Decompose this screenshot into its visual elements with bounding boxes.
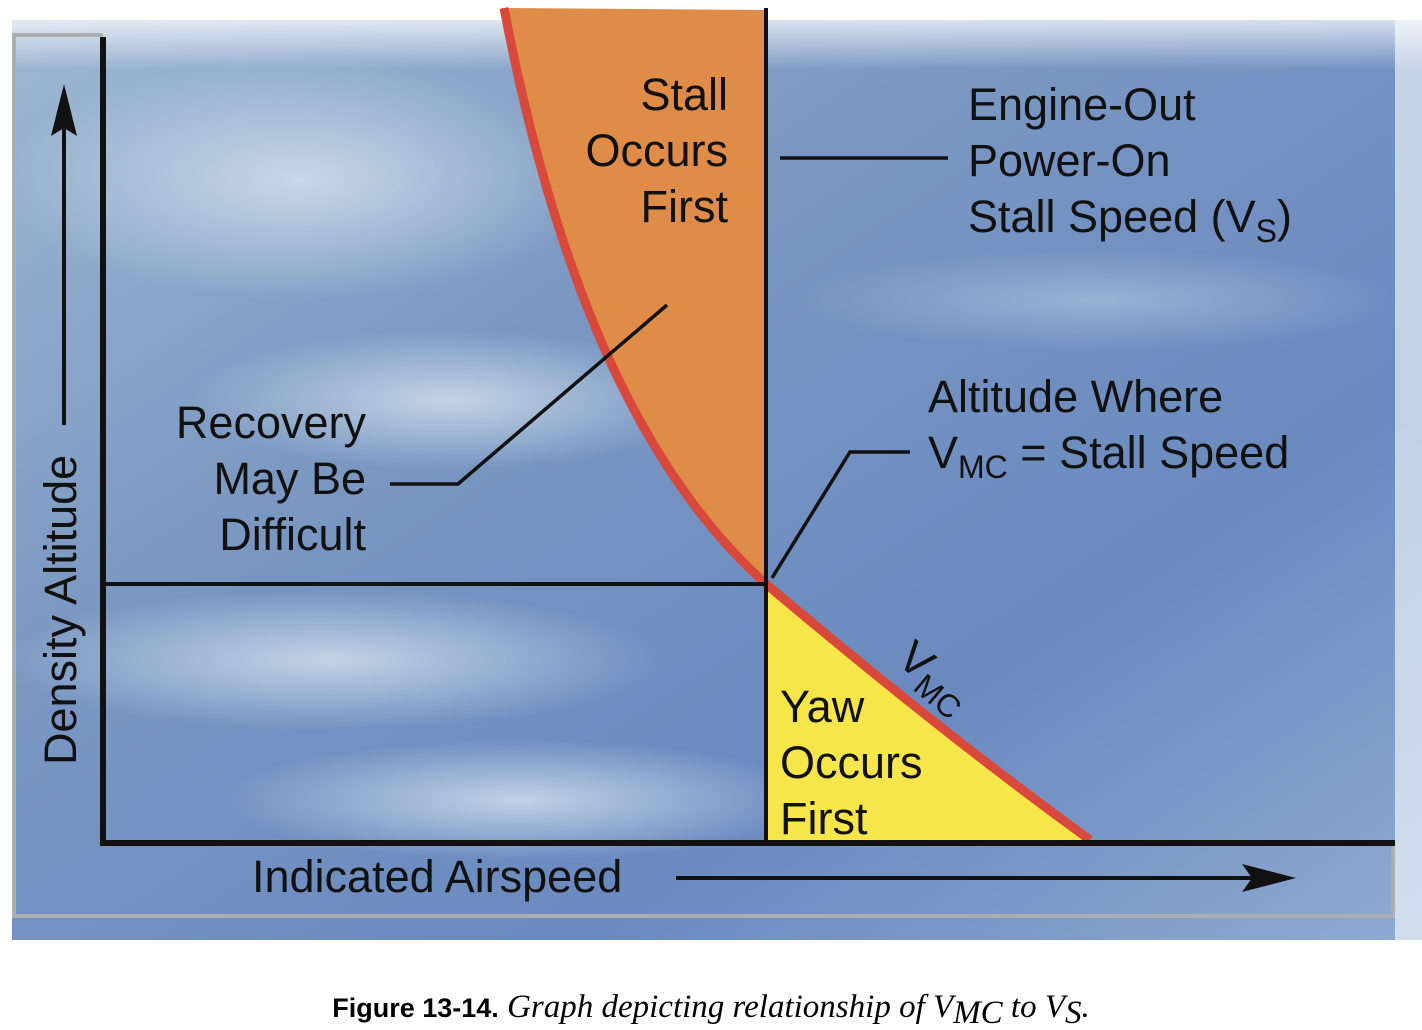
yaw-line-3: First: [780, 793, 868, 844]
frame-border: [12, 33, 1395, 918]
stall-line-3: First: [641, 181, 729, 232]
recovery-line-2: May Be: [213, 453, 366, 504]
engine-out-line-3: Stall Speed (VS): [968, 191, 1292, 249]
altitude-where-label: Altitude Where VMC = Stall Speed: [928, 371, 1289, 485]
engine-out-label: Engine-Out Power-On Stall Speed (VS): [968, 79, 1292, 249]
yaw-line-2: Occurs: [780, 737, 923, 788]
altitude-leader: [770, 450, 910, 579]
engine-out-line-2: Power-On: [968, 135, 1171, 186]
altitude-line-1: Altitude Where: [928, 371, 1223, 422]
recovery-difficult-label: Recovery May Be Difficult: [176, 397, 367, 560]
stall-line-2: Occurs: [585, 125, 728, 176]
stall-line-1: Stall: [640, 69, 728, 120]
recovery-leader: [390, 303, 669, 486]
arrow-up-icon: [51, 84, 77, 136]
vmc-curve: [499, 7, 1093, 844]
stall-region: [502, 8, 766, 584]
altitude-line-2: VMC = Stall Speed: [928, 427, 1289, 485]
yaw-region: [766, 584, 1090, 840]
yaw-occurs-first-label: Yaw Occurs First: [780, 681, 923, 844]
arrow-right-icon: [1242, 864, 1296, 892]
stall-occurs-first-label: Stall Occurs First: [585, 69, 728, 232]
recovery-line-3: Difficult: [219, 509, 366, 560]
y-axis-label: Density Altitude: [35, 455, 86, 765]
figure-caption: Figure 13-14. Graph depicting relationsh…: [332, 989, 1089, 1030]
recovery-line-1: Recovery: [176, 397, 367, 448]
yaw-line-1: Yaw: [780, 681, 865, 732]
engine-out-line-1: Engine-Out: [968, 79, 1196, 130]
x-axis-label: Indicated Airspeed: [252, 851, 622, 902]
